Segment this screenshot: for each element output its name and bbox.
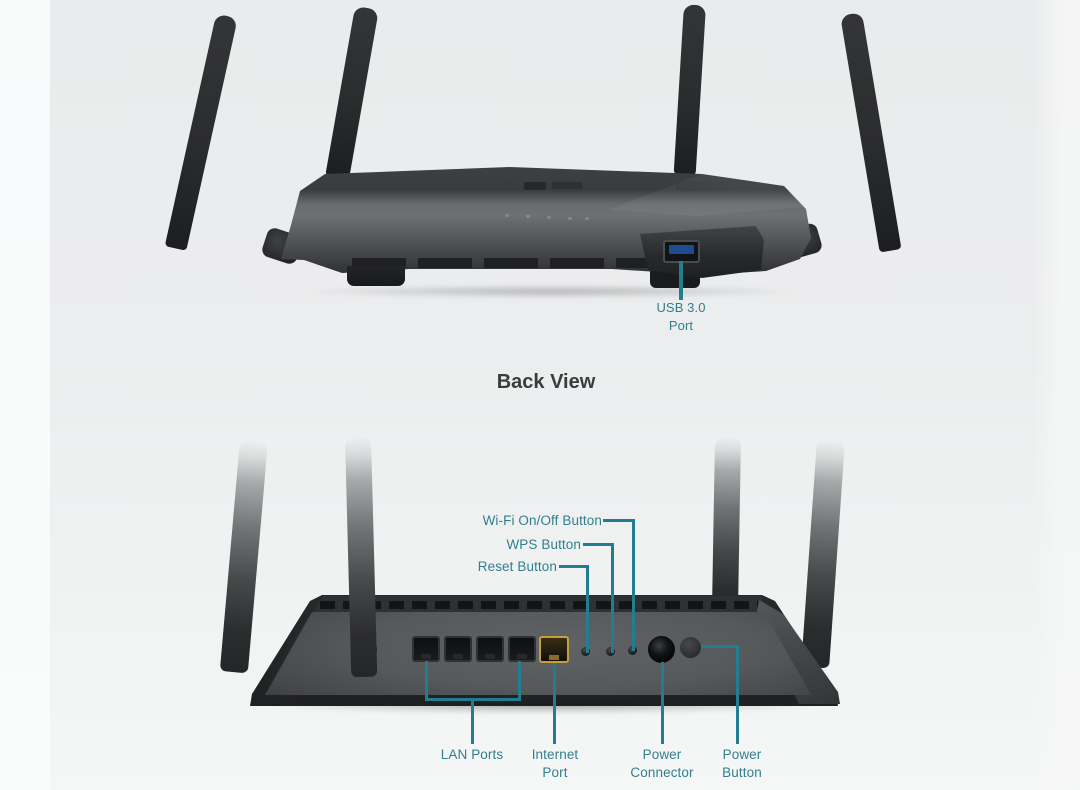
power-button-callout-line [701, 645, 739, 648]
wifi-callout-line [603, 519, 635, 522]
usb-port-label-line1: USB 3.0 [656, 300, 706, 315]
lan-ports-label: LAN Ports [412, 746, 532, 764]
brand-logo-mark [552, 182, 582, 189]
antenna-icon [345, 436, 378, 678]
wifi-button-label: Wi-Fi On/Off Button [482, 513, 602, 528]
vent-grille [352, 258, 697, 268]
router-shadow [300, 285, 800, 298]
background-band-right [1032, 0, 1080, 790]
led-indicator [505, 214, 509, 217]
antenna-icon [164, 13, 238, 251]
lan-callout-line [471, 698, 474, 744]
router-shadow [256, 701, 828, 714]
usb-port-label: USB 3.0 Port [631, 299, 731, 335]
power-button-callout-line [736, 645, 739, 744]
router-back-illustration [0, 420, 1080, 720]
power-connector-label: Power Connector [602, 746, 722, 782]
power-connector-label-line1: Power [642, 747, 682, 762]
lan-callout-line [425, 661, 428, 701]
internet-port-label-line2: Port [542, 765, 568, 780]
reset-callout-line [586, 565, 589, 653]
led-indicator [526, 215, 530, 218]
router-front-illustration [0, 0, 1080, 360]
internet-port-label-line1: Internet [531, 747, 579, 762]
lan-port-4 [508, 636, 536, 662]
wps-button-label: WPS Button [506, 537, 581, 552]
internet-port [539, 636, 569, 663]
back-panel [265, 612, 811, 695]
wps-callout-line [583, 543, 614, 546]
lan-ports-label-line1: LAN Ports [440, 747, 504, 762]
led-indicator [547, 216, 551, 219]
usb-callout-line [679, 261, 683, 300]
model-label-mark [676, 181, 748, 191]
reset-button [581, 647, 590, 656]
antenna-icon [673, 4, 706, 176]
antenna-icon [840, 12, 902, 253]
power-connector [648, 636, 675, 663]
internet-callout-line [553, 663, 556, 744]
internet-port-label: Internet Port [495, 746, 615, 782]
antenna-icon [219, 439, 268, 674]
brand-logo-mark [524, 182, 546, 190]
wifi-callout-line [632, 519, 635, 651]
usb-port-label-line2: Port [668, 318, 694, 333]
reset-callout-line [559, 565, 589, 568]
back-view-title: Back View [496, 371, 596, 393]
antenna-icon [801, 439, 845, 669]
power-connector-callout-line [661, 662, 664, 744]
router-foot [347, 266, 405, 286]
power-button-label-line2: Button [722, 765, 762, 780]
antenna-icon [325, 5, 379, 180]
background-band-left [0, 0, 50, 790]
power-connector-label-line2: Connector [630, 765, 694, 780]
led-indicator [585, 217, 589, 220]
lan-port-2 [444, 636, 472, 662]
lan-port-3 [476, 636, 504, 662]
reset-button-label: Reset Button [477, 559, 557, 574]
lan-port-1 [412, 636, 440, 662]
usb-port-housing [640, 226, 764, 278]
led-indicator [568, 217, 572, 220]
wps-callout-line [611, 543, 614, 653]
lan-callout-line [518, 661, 521, 701]
wps-button [606, 647, 615, 656]
usb-port [663, 240, 700, 263]
rim-vent-grille [312, 596, 770, 614]
power-button [680, 637, 701, 658]
power-button-label-line1: Power [722, 747, 762, 762]
power-button-label: Power Button [682, 746, 802, 782]
